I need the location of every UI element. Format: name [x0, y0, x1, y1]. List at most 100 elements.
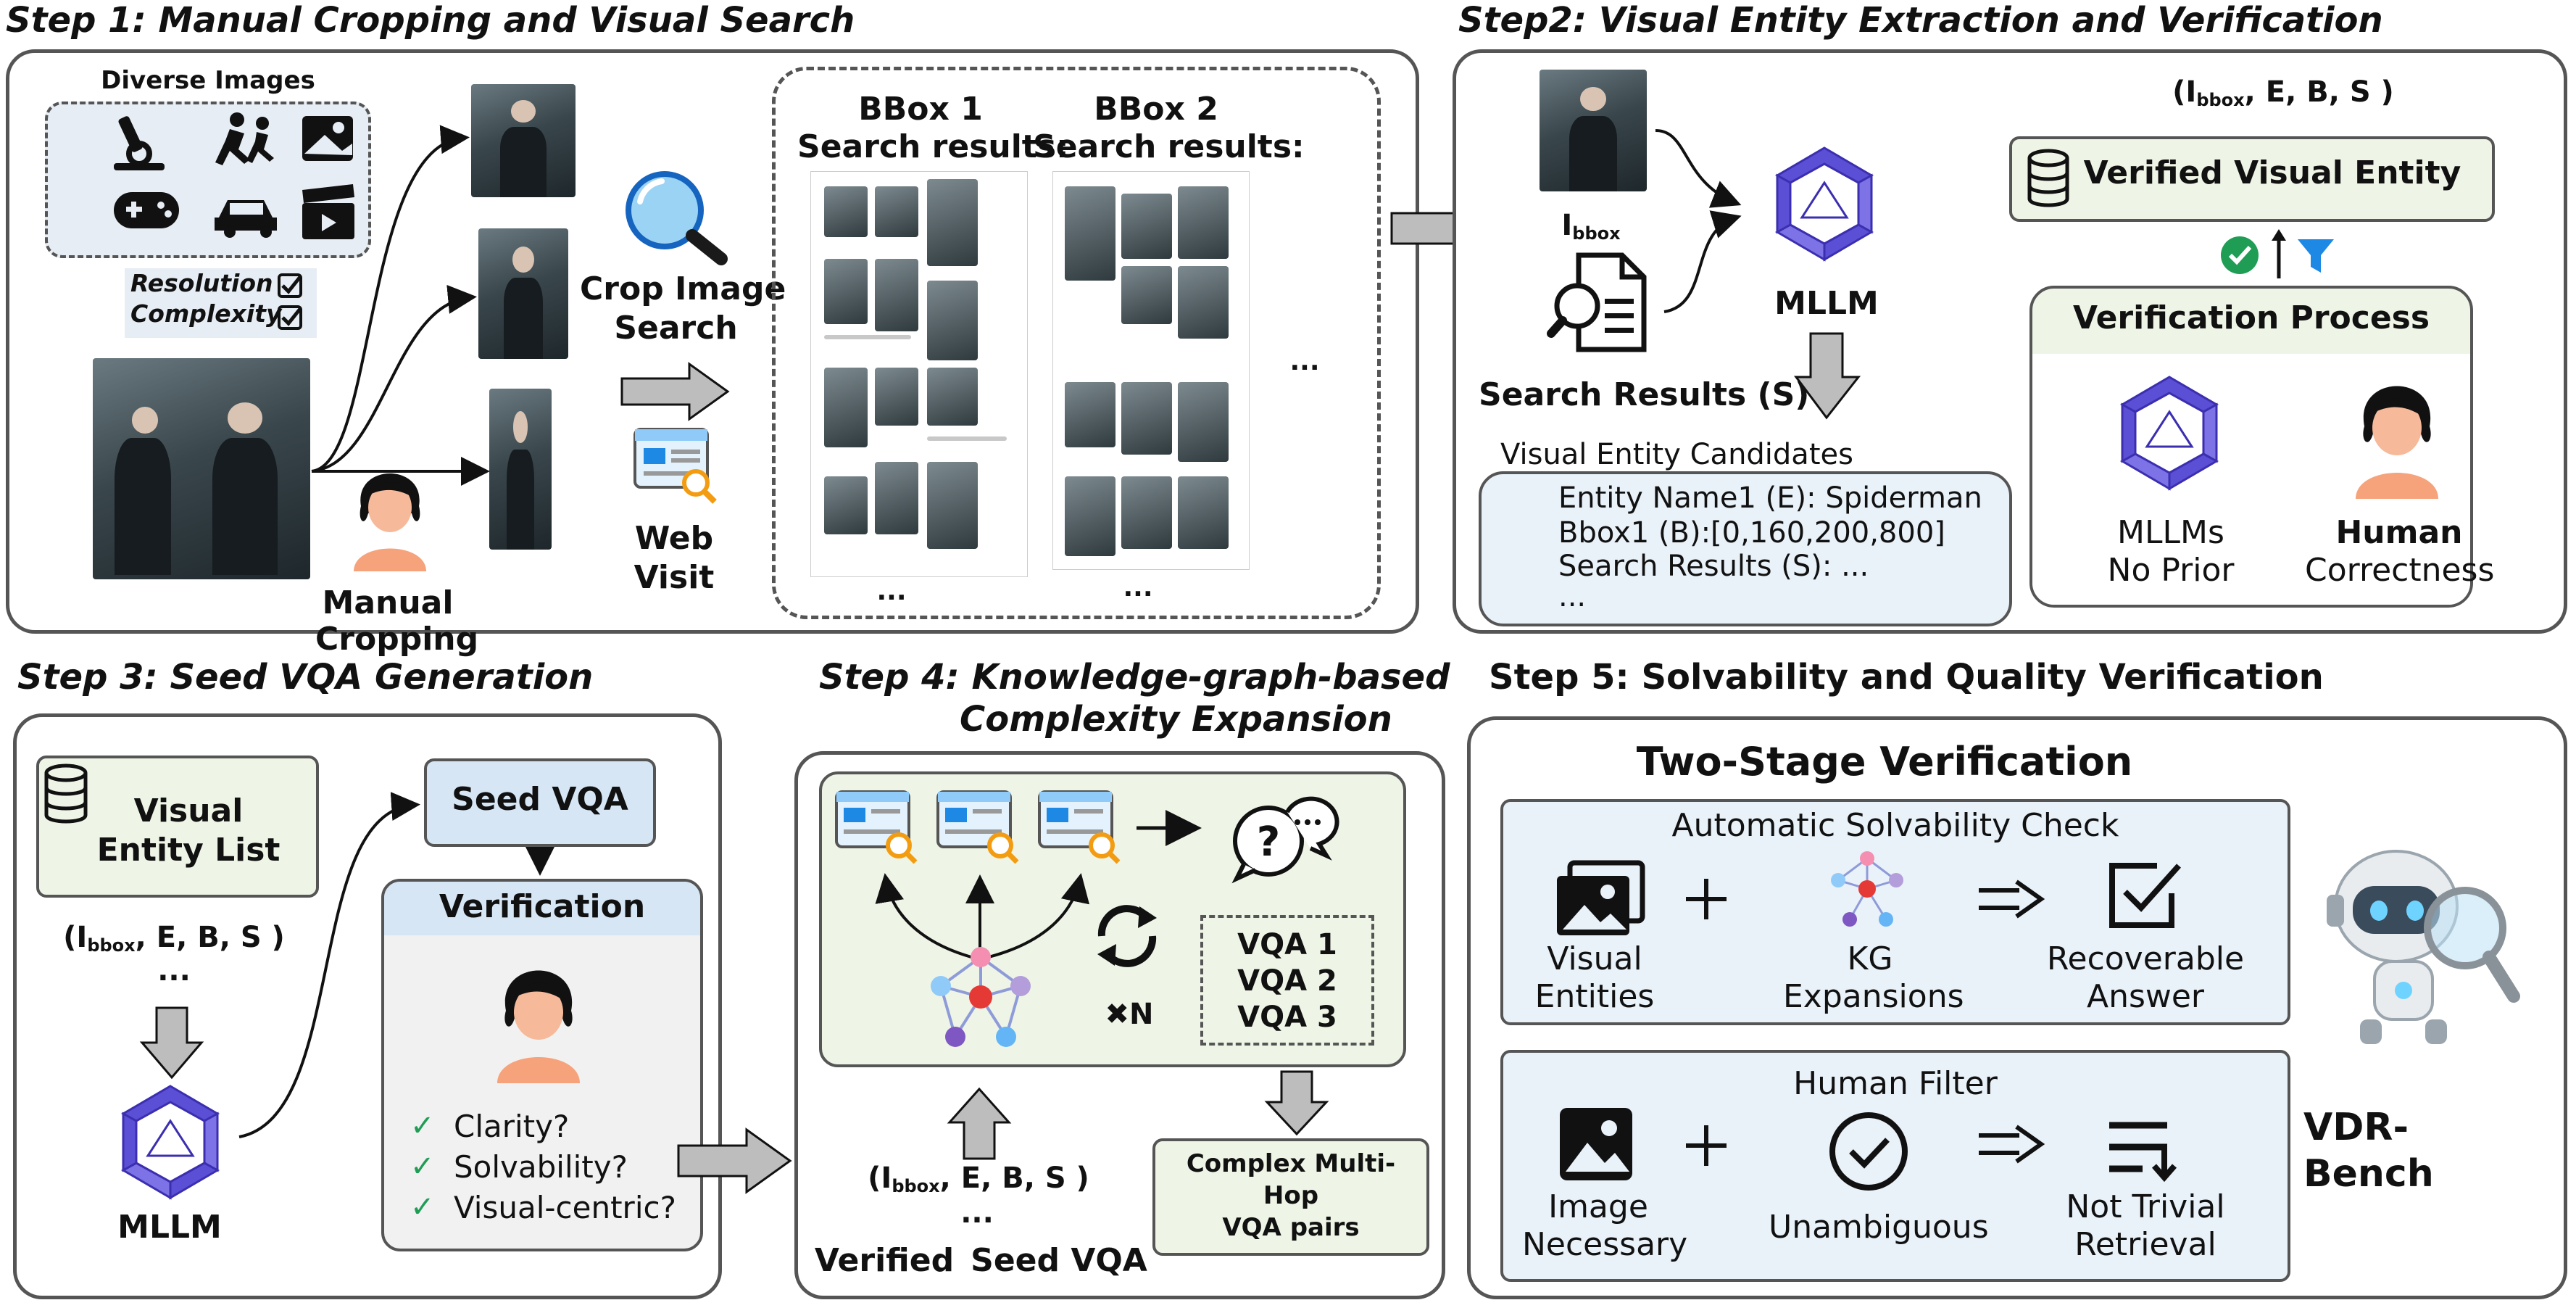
two-stage-verification-label: Two-Stage Verification	[1636, 739, 2133, 785]
seed-vqa-label-step4: Seed VQA	[971, 1242, 1147, 1279]
not-trivial-retrieval-icon	[2109, 1122, 2177, 1183]
diverse-images-icons	[114, 112, 354, 239]
complex-vqa-label-3: VQA pairs	[1222, 1213, 1360, 1242]
diverse-images-label: Diverse Images	[101, 66, 315, 95]
step5-title: Step 5: Solvability and Quality Verifica…	[1489, 657, 2324, 698]
microscope-icon	[114, 116, 165, 170]
auto-check-label: Automatic Solvability Check	[1671, 807, 2119, 844]
vqa-list-box	[1200, 915, 1374, 1046]
mllm-no-prior-logo-icon	[2119, 376, 2219, 491]
bbox1-results-screenshot	[810, 171, 1028, 577]
crop-image-search-label-1: Crop Image	[580, 270, 786, 307]
human-correctness-person-icon	[2356, 386, 2438, 499]
human-correctness-label-1: Human	[2335, 514, 2463, 551]
bbox1-label-2: Search results:	[797, 128, 1069, 165]
step3-tuple-dots: ...	[157, 954, 191, 988]
crop-image-2	[478, 228, 568, 359]
candidate-line-2: Bbox1 (B):[0,160,200,800]	[1558, 516, 1945, 550]
human-correctness-label-2: Correctness	[2305, 552, 2495, 589]
step4-tuple: (Ibbox, E, B, S )	[868, 1162, 1089, 1196]
implies-arrow-icon-1	[1979, 879, 2045, 919]
check-mark-2: ✓	[410, 1150, 435, 1183]
visual-entities-label-2: Entities	[1534, 978, 1655, 1015]
seed-vqa-label: Seed VQA	[452, 781, 628, 818]
crop-image-search-label-2: Search	[614, 310, 738, 347]
robot-magnifier-icon	[2327, 850, 2520, 1044]
step3-down-arrow	[139, 1006, 204, 1080]
verified-label: Verified	[814, 1242, 955, 1279]
bbox-crop-image	[1540, 70, 1647, 191]
complexity-label: Complexity	[130, 299, 282, 328]
mllm-logo-icon-step3	[120, 1085, 220, 1200]
source-image	[93, 358, 310, 579]
search-results-box	[772, 67, 1381, 619]
manual-cropping-label-1: Manual	[322, 584, 454, 621]
bbox2-ellipsis-bottom: ...	[1123, 573, 1153, 603]
question-chat-icon: ?	[1231, 796, 1339, 884]
check-visual-centric: Visual-centric?	[454, 1190, 676, 1225]
step1-title: Step 1: Manual Cropping and Visual Searc…	[6, 0, 855, 41]
vqa-item-3: VQA 3	[1237, 1001, 1337, 1034]
check-filter-icons	[2221, 229, 2334, 278]
bbox-ellipsis-right: ...	[1289, 347, 1320, 376]
candidate-line-1: Entity Name1 (E): Spiderman	[1558, 481, 1982, 515]
step2-title: Step2: Visual Entity Extraction and Veri…	[1458, 0, 2383, 41]
web-visit-label-1: Web	[634, 520, 714, 557]
mllm-label-step3: MLLM	[117, 1209, 222, 1246]
database-icon-step3	[44, 763, 88, 824]
recoverable-answer-icon	[2109, 863, 2181, 928]
knowledge-graph-icon-step4	[931, 947, 1031, 1047]
bbox2-label-1: BBox 2	[1094, 91, 1218, 128]
recoverable-answer-label-2: Answer	[2086, 978, 2205, 1015]
vqa-item-2: VQA 2	[1237, 964, 1337, 998]
svg-text:?: ?	[1257, 819, 1280, 866]
vdr-bench-label-1: VDR-	[2303, 1106, 2409, 1149]
runners-icon	[215, 112, 274, 165]
candidate-line-3: Search Results (S): ...	[1558, 550, 1869, 583]
mllm-logo-icon	[1774, 146, 1874, 262]
vqa-item-1: VQA 1	[1237, 928, 1337, 961]
unambiguous-check-icon	[1829, 1112, 1908, 1191]
criteria-checkbox-icons	[278, 273, 302, 330]
not-trivial-label-2: Retrieval	[2074, 1226, 2216, 1263]
step1-right-arrow	[620, 362, 730, 421]
mllms-no-prior-label-2: No Prior	[2107, 552, 2235, 589]
visual-entity-list-label-1: Visual	[133, 792, 244, 829]
complex-vqa-box	[1152, 1138, 1429, 1256]
crop-image-1	[471, 84, 576, 197]
step3-to-step4-arrow	[677, 1127, 792, 1194]
car-icon	[215, 200, 277, 238]
complex-vqa-label-2: Hop	[1263, 1181, 1319, 1210]
visual-entity-list-box	[36, 756, 319, 898]
verified-entity-box	[2009, 136, 2495, 222]
complex-vqa-label-1: Complex Multi-	[1186, 1149, 1396, 1178]
verification-process-label: Verification Process	[2072, 299, 2430, 336]
check-mark-1: ✓	[410, 1109, 435, 1143]
magnifier-icon	[626, 171, 728, 265]
database-icon-step2	[2027, 149, 2069, 207]
step4-up-arrow	[947, 1087, 1012, 1160]
check-solvability: Solvability?	[454, 1149, 628, 1185]
kg-expansions-label-2: Expansions	[1783, 978, 1964, 1015]
bbox2-results-screenshot	[1052, 171, 1250, 570]
gamepad-icon	[114, 192, 179, 228]
step4-title-line2: Complexity Expansion	[960, 699, 1392, 740]
mllm-label-step2: MLLM	[1774, 285, 1879, 322]
step3-tuple: (Ibbox, E, B, S )	[63, 921, 285, 956]
step4-tuple-dots: ...	[960, 1196, 994, 1230]
cycle-icon	[1097, 905, 1157, 967]
visual-entities-icon	[1557, 860, 1645, 935]
image-necessary-label-2: Necessary	[1522, 1226, 1688, 1263]
candidates-box	[1479, 471, 2012, 626]
seed-vqa-box	[424, 758, 656, 847]
plus-icon-2	[1686, 1125, 1727, 1166]
step3-person-icon	[497, 970, 580, 1083]
mllms-no-prior-label-1: MLLMs	[2117, 514, 2224, 551]
resolution-label: Resolution	[130, 269, 273, 297]
web-visit-label-2: Visit	[633, 559, 715, 596]
crop-image-3	[489, 389, 552, 550]
step3-verification-header	[384, 882, 700, 935]
